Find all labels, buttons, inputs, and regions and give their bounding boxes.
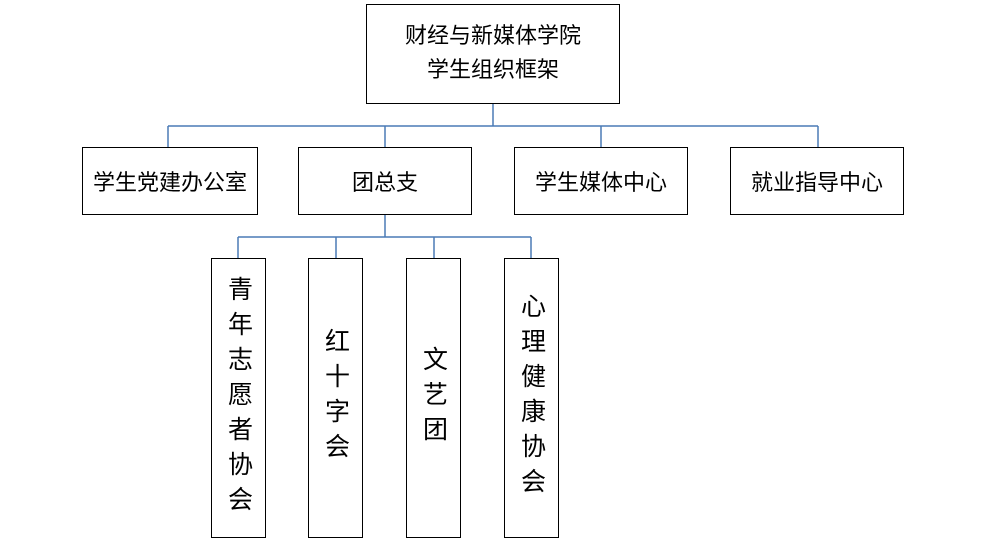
root-title-line-2: 学生组织框架 bbox=[426, 58, 559, 83]
node-label: 心理健康协会 bbox=[517, 293, 547, 503]
node-label: 学生媒体中心 bbox=[534, 171, 667, 196]
node-label: 红十字会 bbox=[321, 328, 351, 468]
root-title-line-1: 财经与新媒体学院 bbox=[404, 24, 581, 49]
node-student-media-center: 学生媒体中心 bbox=[514, 147, 688, 215]
node-league-branch: 团总支 bbox=[298, 147, 472, 215]
node-red-cross: 红十字会 bbox=[308, 258, 363, 538]
node-art-troupe: 文艺团 bbox=[406, 258, 461, 538]
node-label: 就业指导中心 bbox=[750, 171, 883, 196]
node-employment-guidance-center: 就业指导中心 bbox=[730, 147, 904, 215]
node-label: 文艺团 bbox=[419, 345, 449, 451]
node-label: 团总支 bbox=[351, 171, 418, 196]
node-label: 学生党建办公室 bbox=[92, 171, 247, 196]
node-youth-volunteer-association: 青年志愿者协会 bbox=[211, 258, 266, 538]
node-student-party-office: 学生党建办公室 bbox=[82, 147, 258, 215]
root-node: 财经与新媒体学院 学生组织框架 bbox=[366, 4, 620, 104]
node-mental-health-association: 心理健康协会 bbox=[504, 258, 559, 538]
node-label: 青年志愿者协会 bbox=[224, 275, 254, 521]
